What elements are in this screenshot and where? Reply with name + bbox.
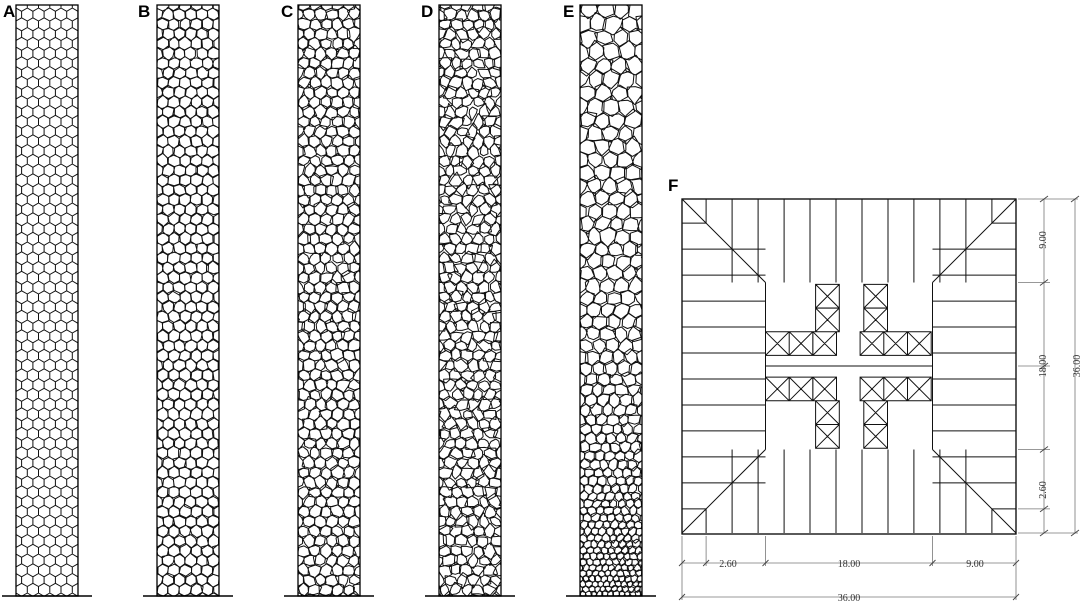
dim-right-top: 9.00 [1038, 231, 1049, 249]
plan-grid-lines [681, 198, 1017, 534]
column-cells [157, 5, 219, 596]
dimension-ticks [678, 195, 1080, 601]
dim-right-corner: 2.60 [1038, 481, 1049, 499]
panel-label-a: A [3, 2, 16, 21]
column-cells [16, 5, 78, 596]
plan-outline [681, 198, 1017, 535]
dim-right-total: 36.00 [1072, 355, 1083, 378]
column-meshes [2, 4, 656, 597]
panel-label-e: E [563, 2, 575, 21]
dimension-lines [681, 198, 1078, 600]
column-cells [580, 5, 642, 596]
column-cells [298, 5, 360, 596]
dim-bottom-total: 36.00 [838, 593, 861, 604]
panel-label-c: C [281, 2, 294, 21]
plan-bracing [765, 283, 932, 449]
dim-bottom-right: 9.00 [966, 559, 984, 570]
cell-mesh [580, 5, 642, 596]
dim-bottom-corner: 2.60 [719, 559, 737, 570]
cell-mesh [16, 5, 78, 596]
column-e [566, 4, 656, 597]
column-d [425, 4, 515, 597]
plan-dimensions: 9.00 18.00 36.00 2.60 2.60 18.00 9.00 36.00 [678, 195, 1083, 604]
panel-label-d: D [421, 2, 434, 21]
column-b [143, 4, 233, 597]
column-c [284, 4, 374, 597]
floor-plan [681, 198, 1017, 535]
panel-label-f: F [668, 176, 679, 195]
dim-right-middle: 18.00 [1038, 355, 1049, 378]
column-cells [439, 5, 501, 596]
column-a [2, 4, 92, 597]
cell-mesh [157, 5, 219, 596]
cell-mesh [439, 5, 501, 596]
dim-bottom-middle: 18.00 [838, 559, 861, 570]
cell-mesh [298, 5, 360, 596]
panel-label-b: B [138, 2, 151, 21]
